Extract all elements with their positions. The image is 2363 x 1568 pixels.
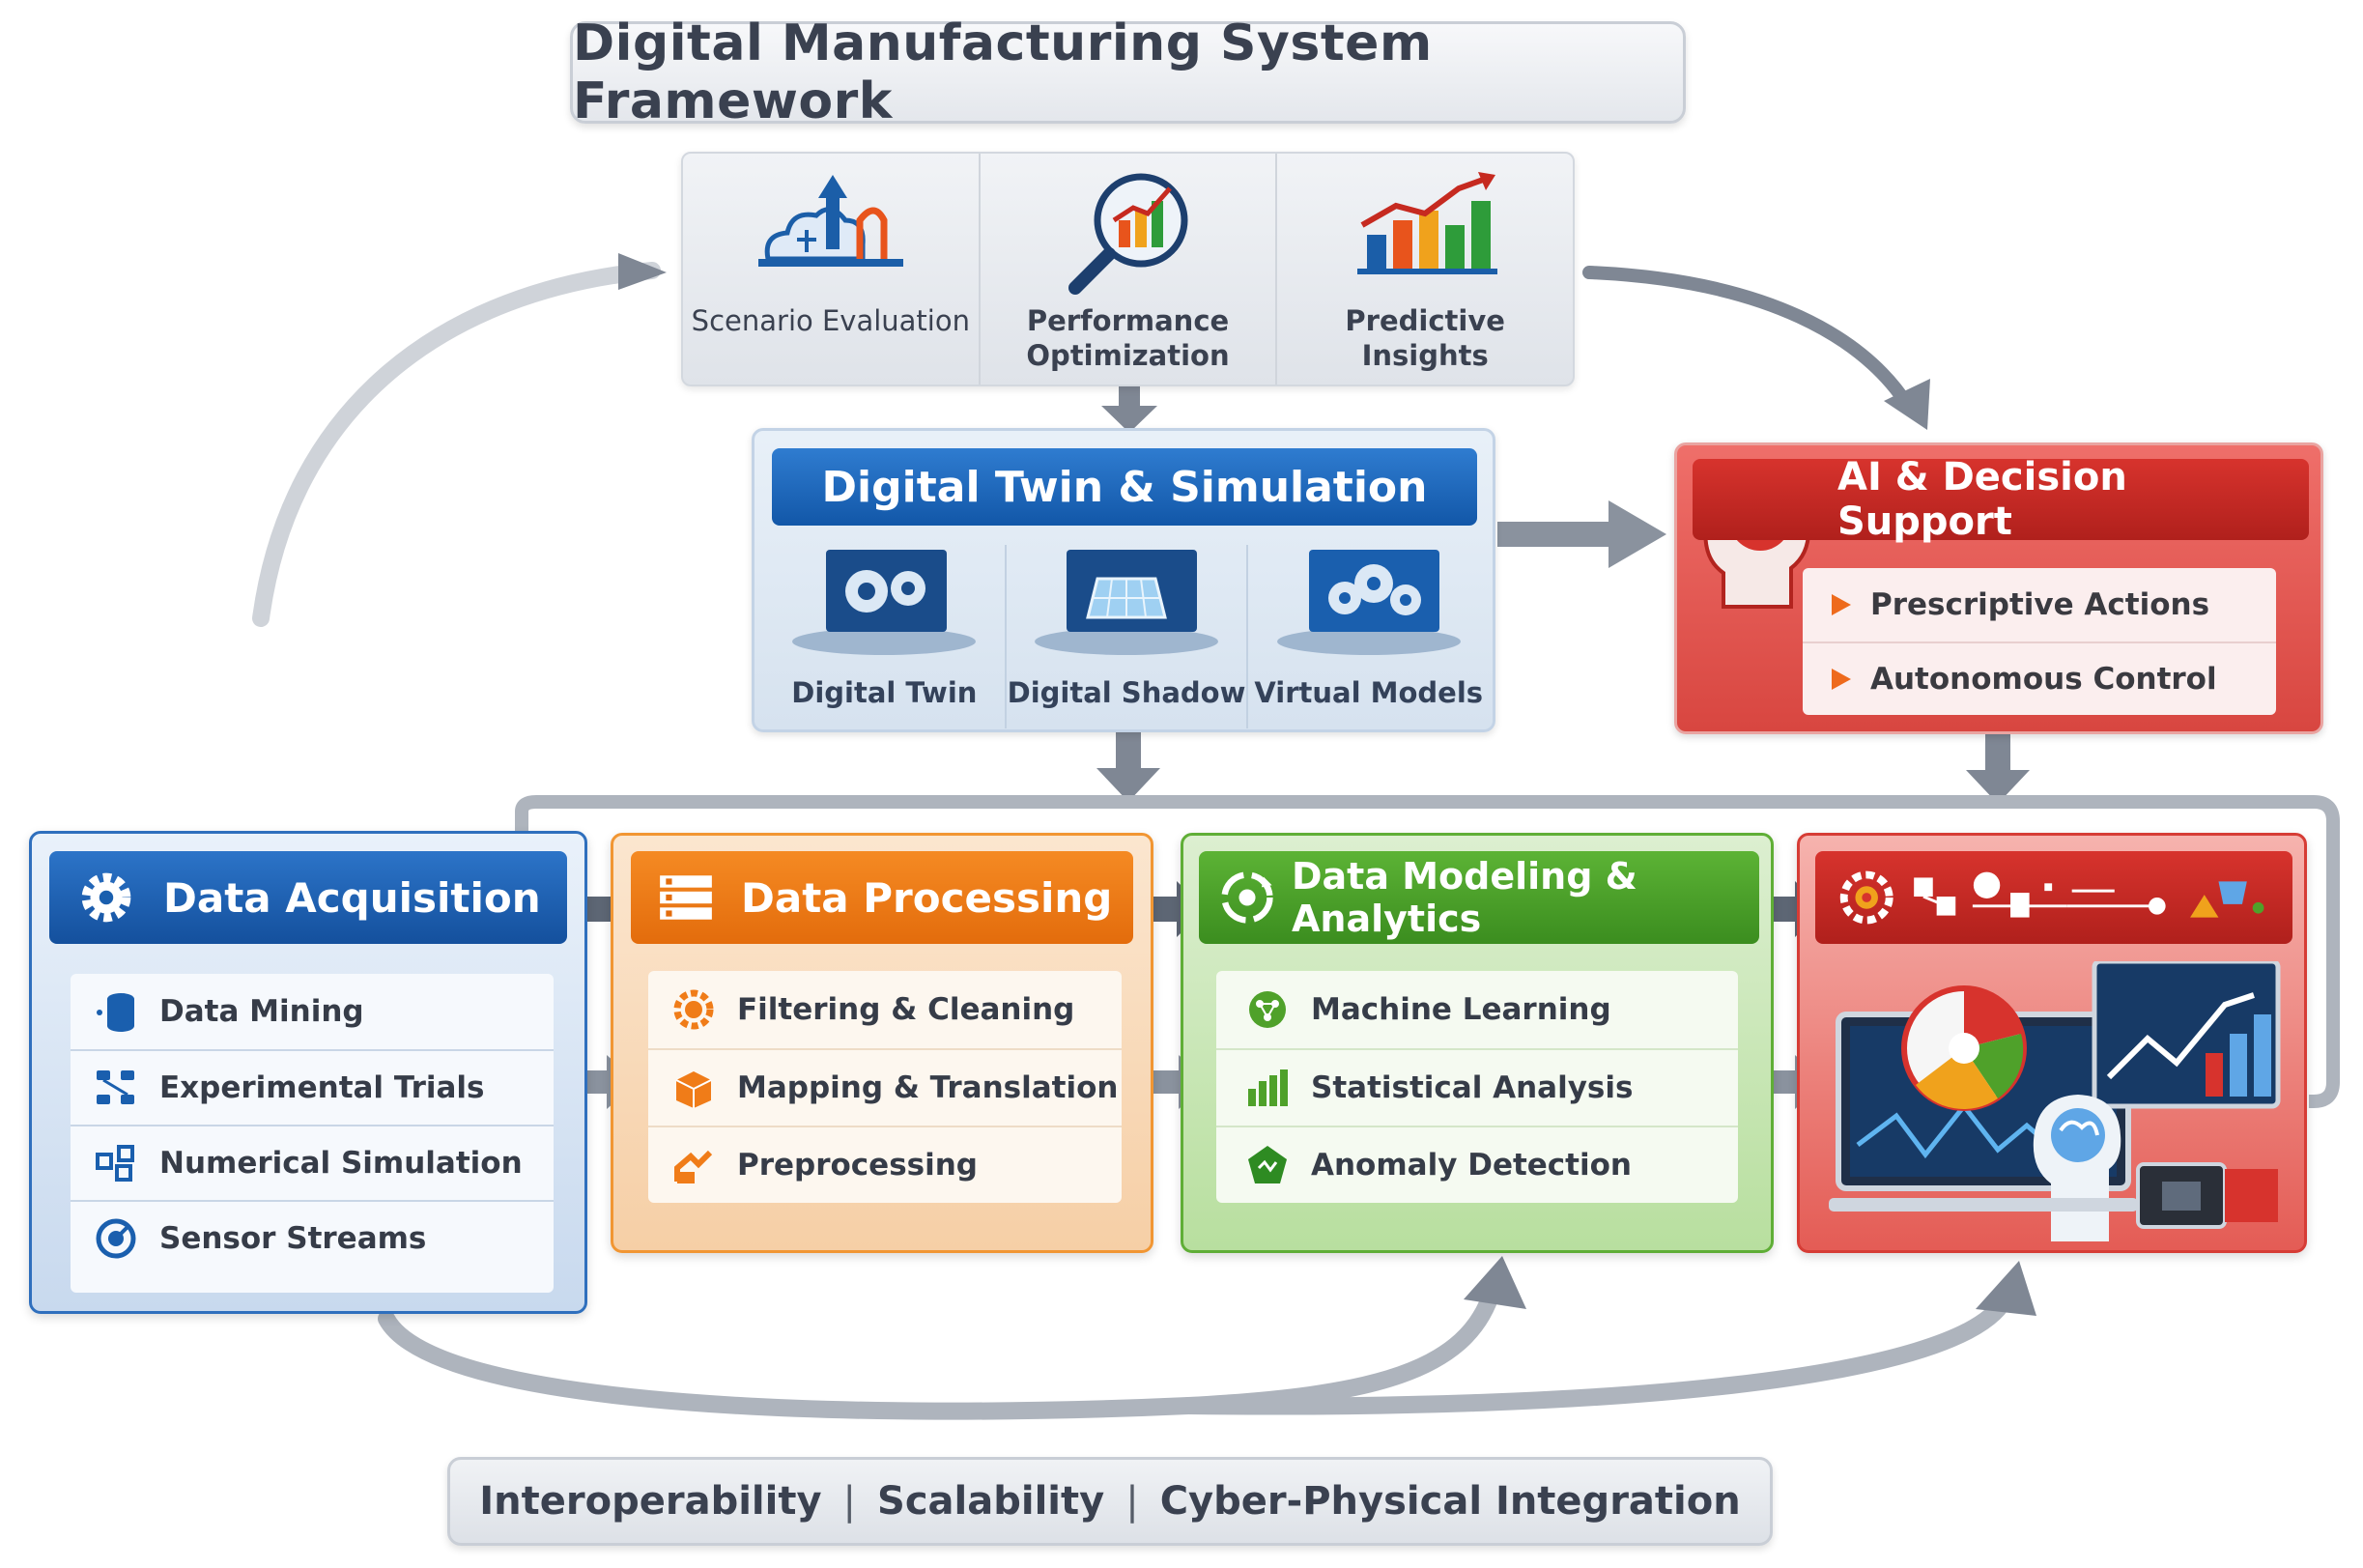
gear-icon	[81, 872, 131, 923]
optimization-label-line2: Optimization	[1026, 339, 1230, 372]
network-nodes-icon	[97, 1070, 134, 1104]
digital-twin-title: Digital Twin & Simulation	[772, 448, 1477, 526]
data-acquisition-header: Data Acquisition	[49, 851, 567, 944]
list-item: Statistical Analysis	[1216, 1048, 1738, 1126]
bar-chart-trend-icon	[1357, 172, 1498, 274]
arrow-feedback-to-top	[252, 262, 661, 627]
sensor-icon	[96, 1218, 136, 1259]
bar-chart-icon	[1248, 1069, 1288, 1106]
analytics-panel: Scenario Evaluation Performance Optimiza…	[681, 152, 1575, 386]
predictive-insights-label: Predictive Insights	[1345, 303, 1505, 373]
performance-optimization-label: Performance Optimization	[1026, 303, 1229, 373]
arrow-bottom-long	[1180, 1291, 2013, 1415]
triangle-bullet-icon	[1832, 594, 1851, 615]
data-modeling-list: Machine Learning Statistical Analysis An…	[1216, 971, 1738, 1203]
data-modeling-header: Data Modeling & Analytics	[1199, 851, 1759, 944]
data-processing-header: Data Processing	[631, 851, 1133, 944]
twin-item-digital-shadow: Digital Shadow	[1007, 545, 1249, 728]
data-modeling-panel: Data Modeling & Analytics Machine Learni…	[1181, 833, 1774, 1253]
performance-label-line1: Performance	[1026, 304, 1230, 337]
sensor-streams-label: Sensor Streams	[159, 1221, 427, 1256]
separator: |	[842, 1479, 857, 1524]
anomaly-pentagon-icon	[1248, 1146, 1287, 1183]
neural-network-icon	[1249, 991, 1286, 1028]
list-item: Preprocessing	[648, 1126, 1122, 1203]
list-item: Machine Learning	[1216, 971, 1738, 1048]
machine-learning-label: Machine Learning	[1311, 992, 1611, 1027]
list-item: Filtering & Cleaning	[648, 971, 1122, 1048]
digital-twin-panel: Digital Twin & Simulation Digital Twin D…	[752, 428, 1495, 732]
triangle-bullet-icon	[1832, 669, 1851, 690]
performance-optimization-item: Performance Optimization	[981, 154, 1278, 385]
list-item: Data Mining	[71, 974, 554, 1049]
list-item: Anomaly Detection	[1216, 1126, 1738, 1203]
experimental-trials-label: Experimental Trials	[159, 1070, 485, 1105]
simulation-cubes-icon	[96, 1145, 134, 1182]
footer-principles: Interoperability | Scalability | Cyber-P…	[447, 1457, 1773, 1546]
magnifier-chart-icon	[1068, 173, 1187, 295]
cloud-upload-icon	[757, 175, 903, 267]
filter-gear-icon	[673, 989, 714, 1030]
predictive-label-line1: Predictive	[1345, 304, 1505, 337]
ai-actions-list: Prescriptive Actions Autonomous Control	[1803, 568, 2276, 715]
ai-decision-support-panel: AI & Decision Support Prescriptive Actio…	[1674, 442, 2323, 734]
scenario-evaluation-label: Scenario Evaluation	[691, 304, 970, 337]
mapping-box-icon	[675, 1071, 712, 1108]
filtering-cleaning-label: Filtering & Cleaning	[737, 992, 1075, 1027]
ai-decision-support-title: AI & Decision Support	[1693, 455, 2309, 544]
list-item: Numerical Simulation	[71, 1125, 554, 1200]
prescriptive-actions-label: Prescriptive Actions	[1870, 587, 2210, 622]
preprocessing-label: Preprocessing	[737, 1148, 978, 1183]
scalability-label: Scalability	[877, 1479, 1105, 1524]
data-processing-title: Data Processing	[741, 873, 1113, 922]
dashboard-output-panel	[1797, 833, 2307, 1253]
insights-label-line2: Insights	[1361, 339, 1489, 372]
list-item: Autonomous Control	[1803, 641, 2276, 715]
data-mining-label: Data Mining	[159, 994, 364, 1029]
dashboard-output-header	[1815, 851, 2292, 944]
preprocessing-hand-icon	[674, 1150, 713, 1183]
statistical-analysis-label: Statistical Analysis	[1311, 1070, 1634, 1105]
gears-screen-icon	[792, 550, 977, 655]
data-processing-list: Filtering & Cleaning Mapping & Translati…	[648, 971, 1122, 1203]
interoperability-label: Interoperability	[479, 1479, 822, 1524]
twin-item-virtual-models: Virtual Models	[1248, 545, 1489, 728]
scenario-evaluation-item: Scenario Evaluation	[683, 154, 981, 385]
cycle-arrows-icon	[1221, 871, 1273, 924]
list-item: Mapping & Translation	[648, 1048, 1122, 1126]
page-title: Digital Manufacturing System Framework	[570, 14, 1686, 130]
numerical-simulation-label: Numerical Simulation	[159, 1146, 523, 1181]
database-icon	[97, 993, 134, 1032]
data-acquisition-panel: Data Acquisition Data Mining Experimenta…	[29, 831, 587, 1314]
autonomous-control-label: Autonomous Control	[1870, 662, 2217, 697]
data-processing-panel: Data Processing Filtering & Cleaning Map…	[611, 833, 1153, 1253]
list-item: Prescriptive Actions	[1803, 568, 2276, 641]
anomaly-detection-label: Anomaly Detection	[1311, 1148, 1632, 1183]
digital-shadow-label: Digital Shadow	[1007, 676, 1246, 709]
mapping-translation-label: Mapping & Translation	[737, 1070, 1119, 1105]
server-stack-icon	[660, 875, 712, 920]
data-acquisition-list: Data Mining Experimental Trials Numerica…	[71, 974, 554, 1293]
separator: |	[1125, 1479, 1139, 1524]
list-item: Sensor Streams	[71, 1200, 554, 1275]
list-item: Experimental Trials	[71, 1049, 554, 1125]
data-acquisition-title: Data Acquisition	[163, 873, 541, 922]
globe-screen-icon	[1035, 550, 1218, 655]
virtual-models-label: Virtual Models	[1254, 676, 1484, 709]
data-modeling-title: Data Modeling & Analytics	[1292, 855, 1637, 940]
arrow-top-to-ai	[1582, 266, 1915, 413]
gears-cluster-icon	[1276, 550, 1461, 655]
digital-twin-label: Digital Twin	[791, 676, 978, 709]
twin-item-digital-twin: Digital Twin	[764, 545, 1007, 728]
dashboard-ai-icon	[1829, 961, 2281, 1241]
workflow-nodes-icon	[1839, 870, 2264, 925]
cyber-physical-integration-label: Cyber-Physical Integration	[1159, 1479, 1741, 1524]
predictive-insights-item: Predictive Insights	[1277, 154, 1573, 385]
digital-twin-items: Digital Twin Digital Shadow Virt	[764, 545, 1489, 728]
